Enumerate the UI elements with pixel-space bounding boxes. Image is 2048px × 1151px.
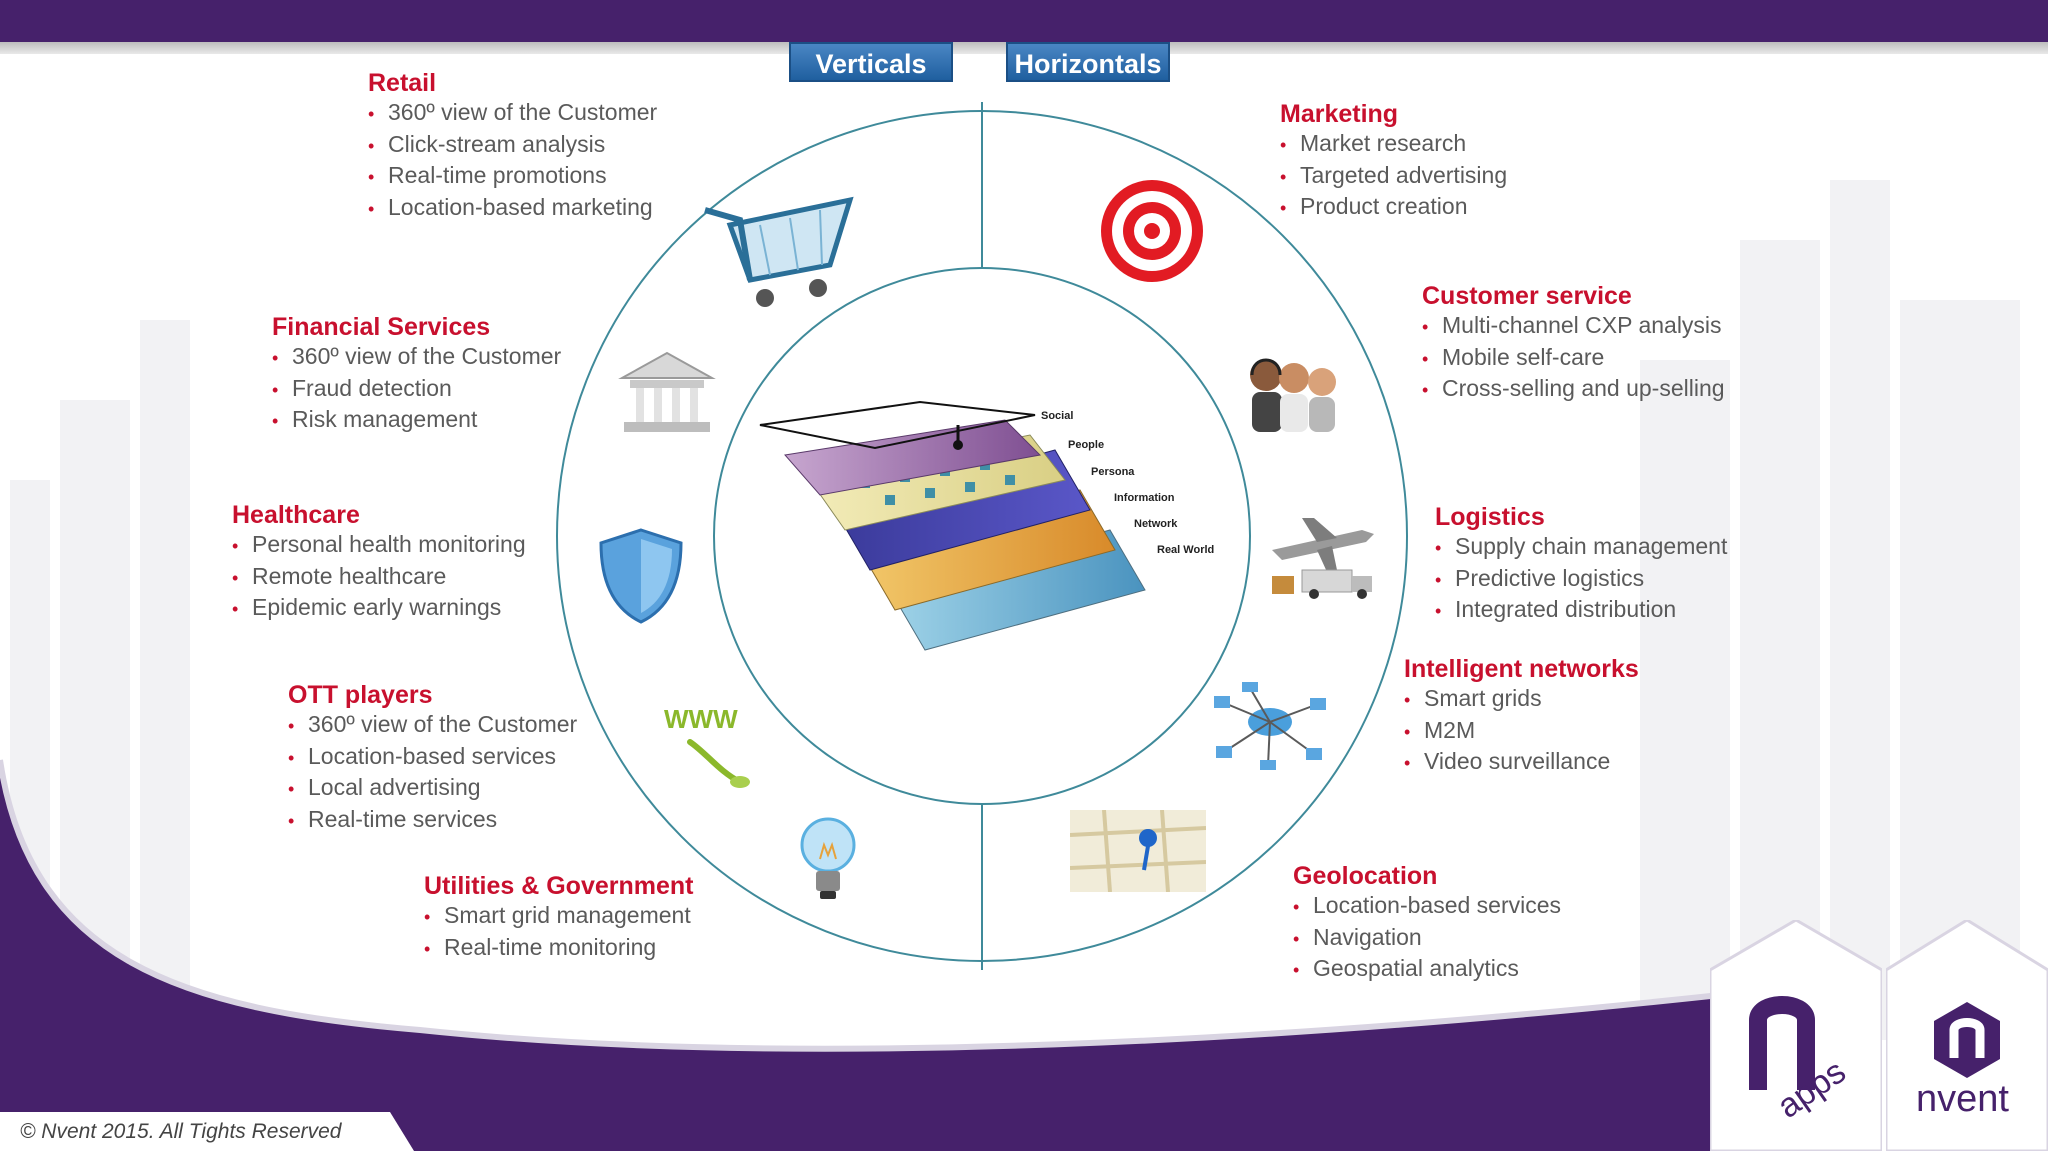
call-center-icon [1250, 358, 1336, 432]
segment-title: Intelligent networks [1404, 655, 1639, 683]
list-item: Video surveillance [1404, 747, 1639, 779]
list-item: Location-based services [1293, 891, 1561, 923]
segment-title: Financial Services [272, 313, 491, 341]
shopping-cart-icon [704, 196, 854, 307]
segment-title: Customer service [1422, 282, 1632, 310]
airplane-truck-icon [1272, 518, 1374, 599]
list-item: Location-based marketing [368, 193, 657, 225]
segment-healthcare: Healthcare Personal health monitoring Re… [232, 500, 526, 625]
www-icon: WWW [664, 704, 750, 788]
list-item: Real-time promotions [368, 161, 657, 193]
segment-title: Logistics [1435, 503, 1545, 531]
list-item: Geospatial analytics [1293, 954, 1561, 986]
tab-verticals[interactable]: Verticals [789, 42, 953, 82]
segment-intelligent-networks: Intelligent networks Smart grids M2M Vid… [1404, 654, 1639, 779]
segment-financial-services: Financial Services 360º view of the Cust… [272, 312, 561, 437]
shield-icon [599, 528, 683, 624]
list-item: Integrated distribution [1435, 595, 1727, 627]
layer-social [759, 400, 1036, 450]
list-item: 360º view of the Customer [368, 98, 657, 130]
list-item: Predictive logistics [1435, 564, 1727, 596]
list-item: Market research [1280, 129, 1507, 161]
list-item: Epidemic early warnings [232, 593, 526, 625]
list-item: Click-stream analysis [368, 130, 657, 162]
list-item: Remote healthcare [232, 562, 526, 594]
list-item: 360º view of the Customer [272, 342, 561, 374]
list-item: Product creation [1280, 192, 1507, 224]
svg-text:WWW: WWW [664, 704, 738, 734]
segment-logistics: Logistics Supply chain management Predic… [1435, 502, 1727, 627]
list-item: Personal health monitoring [232, 530, 526, 562]
list-item: Smart grids [1404, 684, 1639, 716]
segment-utilities-government: Utilities & Government Smart grid manage… [424, 871, 694, 964]
segment-title: Marketing [1280, 100, 1399, 128]
target-icon [1101, 180, 1203, 282]
segment-retail: Retail 360º view of the Customer Click-s… [368, 68, 657, 224]
layer-label-network: Network [1134, 518, 1178, 530]
layer-label-people: People [1068, 439, 1105, 451]
copyright-text: © Nvent 2015. All Tights Reserved [20, 1120, 342, 1143]
map-pin-icon [1070, 810, 1206, 892]
layer-label-information: Information [1114, 492, 1175, 504]
network-icon [1214, 682, 1326, 770]
list-item: Location-based services [288, 742, 577, 774]
list-item: Risk management [272, 405, 561, 437]
list-item: Supply chain management [1435, 532, 1727, 564]
apps-logo[interactable] [1710, 920, 1882, 1151]
segment-ott-players: OTT players 360º view of the Customer Lo… [288, 680, 577, 836]
list-item: 360º view of the Customer [288, 710, 577, 742]
list-item: Real-time services [288, 805, 577, 837]
bank-icon [618, 351, 716, 432]
tab-horizontals[interactable]: Horizontals [1006, 42, 1170, 82]
purple-swoosh [0, 760, 1720, 1151]
segment-title: OTT players [288, 681, 433, 709]
list-item: Real-time monitoring [424, 933, 694, 965]
top-bar [0, 0, 2048, 42]
layers-stack [759, 400, 1146, 651]
segment-marketing: Marketing Market research Targeted adver… [1280, 99, 1507, 224]
list-item: M2M [1404, 716, 1639, 748]
layer-people [784, 419, 1042, 496]
segment-geolocation: Geolocation Location-based services Navi… [1293, 861, 1561, 986]
layer-label-real-world: Real World [1157, 544, 1215, 556]
layer-label-social: Social [1041, 410, 1074, 422]
list-item: Navigation [1293, 923, 1561, 955]
list-item: Smart grid management [424, 901, 694, 933]
list-item: Multi-channel CXP analysis [1422, 311, 1725, 343]
list-item: Cross-selling and up-selling [1422, 374, 1725, 406]
nvent-logo[interactable] [1886, 920, 2048, 1151]
light-bulb-icon [800, 817, 856, 899]
layer-label-persona: Persona [1091, 466, 1135, 478]
list-item: Mobile self-care [1422, 343, 1725, 375]
segment-title: Retail [368, 69, 437, 97]
footer-tab [0, 1112, 414, 1151]
segment-title: Healthcare [232, 501, 360, 529]
segment-title: Utilities & Government [424, 872, 694, 900]
list-item: Local advertising [288, 773, 577, 805]
list-item: Targeted advertising [1280, 161, 1507, 193]
list-item: Fraud detection [272, 374, 561, 406]
segment-customer-service: Customer service Multi-channel CXP analy… [1422, 281, 1725, 406]
segment-title: Geolocation [1293, 862, 1438, 890]
nvent-logo-text: nvent [1916, 1078, 2009, 1120]
swoosh-highlight [0, 759, 1721, 1052]
